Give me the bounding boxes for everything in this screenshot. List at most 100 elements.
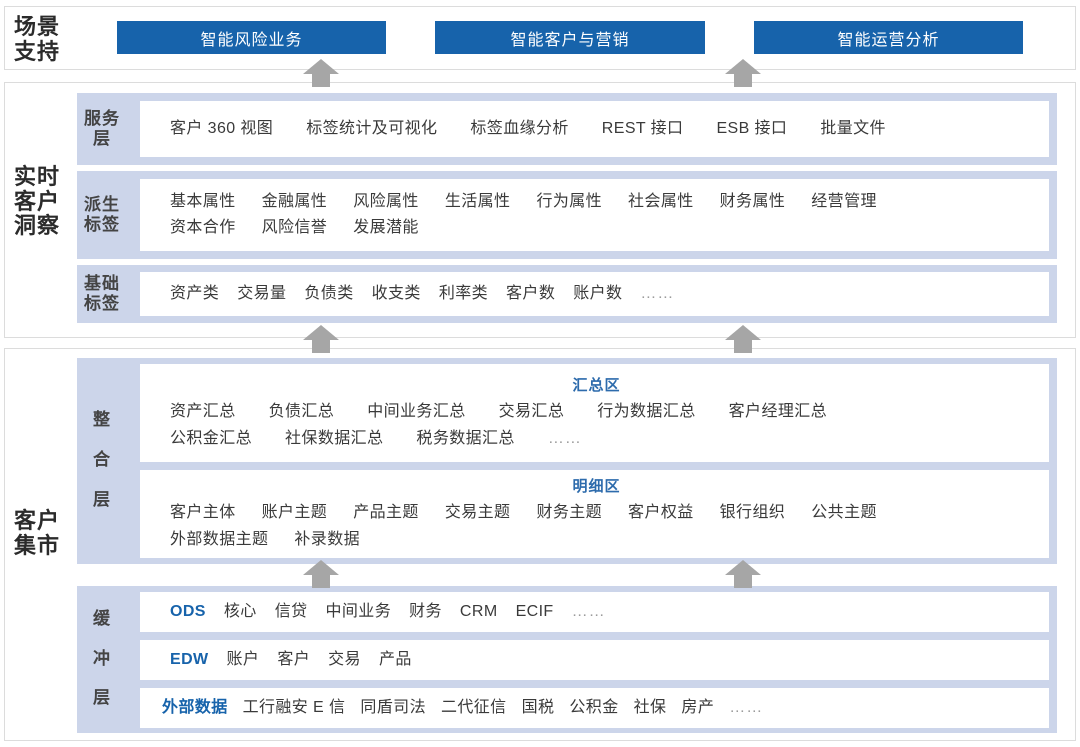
buffer-layer-label: 缓 冲 层 [93, 608, 111, 709]
up-arrow-icon [301, 58, 341, 88]
item-credit[interactable]: 信贷 [274, 602, 308, 620]
service-layer-label: 服务 层 [84, 108, 120, 149]
item-social-security[interactable]: 社保 [633, 698, 667, 716]
item-core[interactable]: 核心 [223, 602, 257, 620]
integration-layer-label: 整 合 层 [93, 410, 111, 510]
item-ods[interactable]: ODS [170, 602, 206, 620]
item-tag-lineage-analysis[interactable]: 标签血缘分析 [470, 119, 569, 137]
scene-button-intelligent-risk[interactable]: 智能风险业务 [117, 21, 386, 54]
basic-tag-label: 基础 标签 [84, 273, 120, 314]
detail-zone-row-2: 外部数据主题 补录数据 [170, 527, 1023, 553]
item-second-generation-credit[interactable]: 二代征信 [440, 698, 507, 716]
item-edw[interactable]: EDW [170, 650, 209, 668]
item-rest-interface[interactable]: REST 接口 [601, 119, 684, 137]
item-social-security-data-summary[interactable]: 社保数据汇总 [285, 429, 384, 447]
item-financial-attribute[interactable]: 金融属性 [261, 192, 328, 210]
item-intermediary-business[interactable]: 中间业务 [325, 602, 392, 620]
item-customer-360-view[interactable]: 客户 360 视图 [170, 119, 274, 137]
item-finance[interactable]: 财务 [409, 602, 442, 620]
customer-mart-title: 客户 集市 [14, 509, 61, 559]
item-ecif[interactable]: ECIF [515, 602, 554, 620]
item-tongdun-judicial[interactable]: 同盾司法 [360, 698, 426, 716]
item-capital-cooperation[interactable]: 资本合作 [170, 219, 236, 236]
item-interest-rate-class[interactable]: 利率类 [438, 284, 489, 302]
item-liability-class[interactable]: 负债类 [304, 284, 354, 302]
derived-tag-box: 基本属性 金融属性 风险属性 生活属性 行为属性 社会属性 财务属性 经营管理 … [140, 179, 1049, 251]
item-housing-fund-summary[interactable]: 公积金汇总 [170, 429, 253, 447]
item-customer-rights[interactable]: 客户权益 [628, 504, 694, 522]
item-icbc-rongan-e-xin[interactable]: 工行融安 E 信 [242, 698, 346, 716]
item-finance-subject[interactable]: 财务主题 [536, 504, 603, 522]
buffer-external-box: 外部数据 工行融安 E 信 同盾司法 二代征信 国税 公积金 社保 房产 …… [140, 688, 1049, 728]
item-more-ellipsis: …… [547, 429, 582, 447]
item-public-subject[interactable]: 公共主题 [811, 504, 877, 522]
up-arrow-icon [723, 559, 763, 589]
item-crm[interactable]: CRM [459, 602, 498, 620]
item-transaction-volume[interactable]: 交易量 [237, 284, 287, 302]
item-product-subject[interactable]: 产品主题 [353, 504, 419, 522]
item-customer[interactable]: 客户 [277, 650, 311, 668]
item-real-estate[interactable]: 房产 [681, 698, 715, 716]
buffer-ods-box: ODS 核心 信贷 中间业务 财务 CRM ECIF …… [140, 592, 1049, 632]
up-arrow-icon [301, 559, 341, 589]
up-arrow-icon [301, 324, 341, 354]
item-behavior-data-summary[interactable]: 行为数据汇总 [597, 403, 696, 421]
derived-tag-row-1: 基本属性 金融属性 风险属性 生活属性 行为属性 社会属性 财务属性 经营管理 [170, 189, 1023, 215]
item-batch-file[interactable]: 批量文件 [820, 119, 886, 137]
item-customer-count[interactable]: 客户数 [506, 284, 556, 302]
item-development-potential[interactable]: 发展潜能 [353, 219, 419, 236]
item-more-ellipsis: …… [571, 602, 606, 620]
service-layer-row: 客户 360 视图 标签统计及可视化 标签血缘分析 REST 接口 ESB 接口… [170, 116, 1023, 142]
summary-zone-row-1: 资产汇总 负债汇总 中间业务汇总 交易汇总 行为数据汇总 客户经理汇总 [170, 399, 1023, 425]
derived-tag-row-2: 资本合作 风险信誉 发展潜能 [170, 215, 1023, 241]
item-transaction-subject[interactable]: 交易主题 [444, 504, 511, 522]
basic-tag-row: 资产类 交易量 负债类 收支类 利率类 客户数 账户数 …… [170, 281, 1023, 307]
item-more-ellipsis: …… [729, 698, 764, 716]
item-account-manager-summary[interactable]: 客户经理汇总 [728, 403, 828, 421]
item-customer-entity[interactable]: 客户主体 [170, 504, 236, 522]
item-business-management[interactable]: 经营管理 [811, 192, 877, 210]
item-transaction[interactable]: 交易 [328, 650, 361, 668]
item-account-subject[interactable]: 账户主题 [261, 504, 328, 522]
item-supplementary-data[interactable]: 补录数据 [294, 530, 361, 548]
item-asset-class[interactable]: 资产类 [170, 284, 220, 302]
item-account[interactable]: 账户 [226, 650, 260, 668]
item-basic-attribute[interactable]: 基本属性 [170, 192, 236, 210]
item-behavior-attribute[interactable]: 行为属性 [536, 192, 603, 210]
item-asset-summary[interactable]: 资产汇总 [170, 403, 236, 421]
derived-tag-label: 派生 标签 [84, 194, 120, 235]
item-social-attribute[interactable]: 社会属性 [628, 192, 694, 210]
item-external-data[interactable]: 外部数据 [162, 698, 228, 716]
buffer-external-row: 外部数据 工行融安 E 信 同盾司法 二代征信 国税 公积金 社保 房产 …… [162, 695, 1023, 721]
service-layer-box: 客户 360 视图 标签统计及可视化 标签血缘分析 REST 接口 ESB 接口… [140, 101, 1049, 157]
summary-zone-row-2: 公积金汇总 社保数据汇总 税务数据汇总 …… [170, 426, 1023, 452]
item-esb-interface[interactable]: ESB 接口 [716, 119, 788, 137]
item-housing-fund[interactable]: 公积金 [569, 698, 619, 716]
scene-support-title: 场景 支持 [14, 15, 61, 65]
summary-zone-header: 汇总区 [572, 377, 621, 395]
buffer-edw-row: EDW 账户 客户 交易 产品 [170, 647, 1023, 673]
item-tag-stats-visualization[interactable]: 标签统计及可视化 [306, 119, 438, 137]
item-life-attribute[interactable]: 生活属性 [444, 192, 511, 210]
item-risk-reputation[interactable]: 风险信誉 [261, 219, 328, 236]
item-product[interactable]: 产品 [378, 650, 412, 668]
summary-zone-box: 汇总区 资产汇总 负债汇总 中间业务汇总 交易汇总 行为数据汇总 客户经理汇总 … [140, 364, 1049, 462]
item-tax-data-summary[interactable]: 税务数据汇总 [416, 429, 515, 447]
item-external-data-subject[interactable]: 外部数据主题 [170, 530, 269, 548]
realtime-customer-insight-title: 实时 客户 洞察 [14, 165, 61, 240]
scene-button-intelligent-customer-marketing[interactable]: 智能客户与营销 [435, 21, 705, 54]
item-finance-attribute[interactable]: 财务属性 [719, 192, 786, 210]
item-transaction-summary[interactable]: 交易汇总 [498, 403, 565, 421]
detail-zone-box: 明细区 客户主体 账户主题 产品主题 交易主题 财务主题 客户权益 银行组织 公… [140, 470, 1049, 558]
up-arrow-icon [723, 58, 763, 88]
item-bank-organization[interactable]: 银行组织 [719, 504, 786, 522]
scene-button-intelligent-operation-analysis[interactable]: 智能运营分析 [754, 21, 1023, 54]
item-risk-attribute[interactable]: 风险属性 [353, 192, 419, 210]
item-liability-summary[interactable]: 负债汇总 [268, 403, 335, 421]
item-income-expense-class[interactable]: 收支类 [371, 284, 421, 302]
item-national-tax[interactable]: 国税 [521, 698, 555, 716]
item-more-ellipsis: …… [640, 284, 675, 302]
item-account-count[interactable]: 账户数 [573, 284, 623, 302]
item-intermediary-business-summary[interactable]: 中间业务汇总 [367, 403, 466, 421]
